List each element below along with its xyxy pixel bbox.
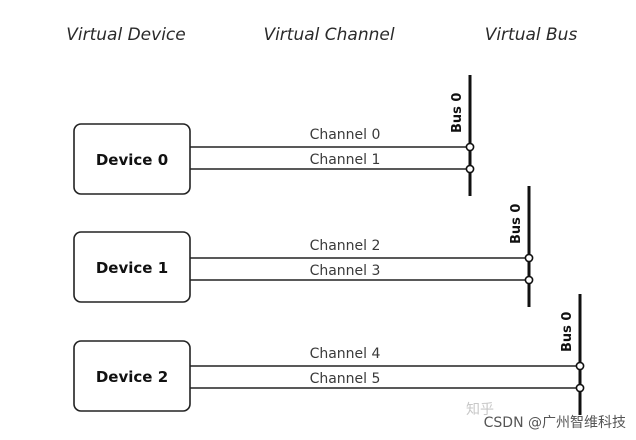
- channel-label-0: Channel 0: [310, 127, 381, 143]
- header-virtual-channel: Virtual Channel: [263, 25, 394, 45]
- channel-label-2: Channel 2: [310, 238, 381, 254]
- device-group-0: Device 0 Channel 0 Channel 1 Bus 0: [73, 75, 475, 196]
- bus-label-1: Bus 0: [509, 204, 524, 244]
- bus-node-0a: [465, 142, 475, 152]
- device-label-2: Device 2: [96, 368, 168, 386]
- channel-label-3: Channel 3: [310, 263, 381, 279]
- bus-label-0: Bus 0: [450, 93, 465, 133]
- device-group-1: Device 1 Channel 2 Channel 3 Bus 0: [73, 186, 534, 307]
- device-box-2: [73, 340, 191, 412]
- channel-label-1: Channel 1: [310, 152, 381, 168]
- bus-node-1b: [524, 275, 534, 285]
- header-virtual-device: Virtual Device: [66, 25, 185, 45]
- bus-node-2a: [575, 361, 585, 371]
- device-label-0: Device 0: [96, 151, 168, 169]
- device-box-0: [73, 123, 191, 195]
- watermark-text: CSDN @广州智维科技: [484, 415, 626, 431]
- bus-node-0b: [465, 164, 475, 174]
- device-label-1: Device 1: [96, 259, 168, 277]
- header-virtual-bus: Virtual Bus: [485, 25, 578, 45]
- device-group-2: Device 2 Channel 4 Channel 5 Bus 0: [73, 294, 585, 415]
- bus-node-2b: [575, 383, 585, 393]
- device-box-1: [73, 231, 191, 303]
- bus-label-2: Bus 0: [560, 312, 575, 352]
- watermark-faint: 知乎: [466, 401, 494, 418]
- bus-node-1a: [524, 253, 534, 263]
- channel-label-4: Channel 4: [310, 346, 381, 362]
- channel-label-5: Channel 5: [310, 371, 381, 387]
